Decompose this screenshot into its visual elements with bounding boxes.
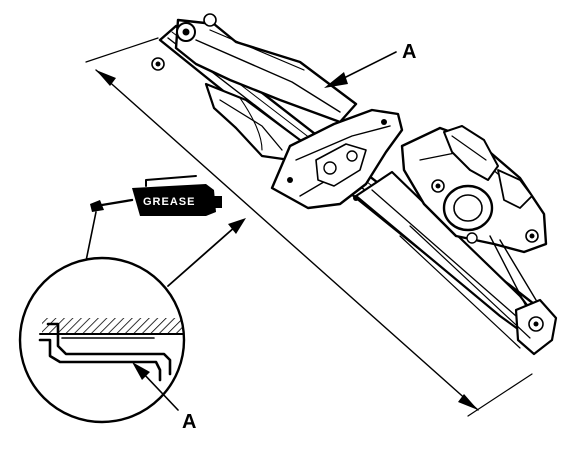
grease-label: GREASE bbox=[143, 196, 195, 208]
upper-bracket bbox=[151, 13, 358, 124]
detail-pointer-arrow bbox=[167, 218, 246, 287]
rail-lower-end bbox=[489, 235, 558, 356]
lower-sector bbox=[204, 82, 302, 162]
glass-carrier-plate bbox=[270, 108, 404, 210]
regulator-motor bbox=[442, 125, 533, 232]
grease-tube: GREASE bbox=[90, 175, 222, 216]
dimension-line bbox=[85, 37, 533, 417]
callout-bottom-label: A bbox=[182, 411, 196, 433]
window-regulator-assembly bbox=[151, 13, 558, 356]
callout-top-label: A bbox=[402, 41, 416, 63]
rail-bottom-edge bbox=[399, 225, 531, 349]
callout-top: A bbox=[324, 41, 416, 88]
detail-circle bbox=[18, 256, 186, 424]
